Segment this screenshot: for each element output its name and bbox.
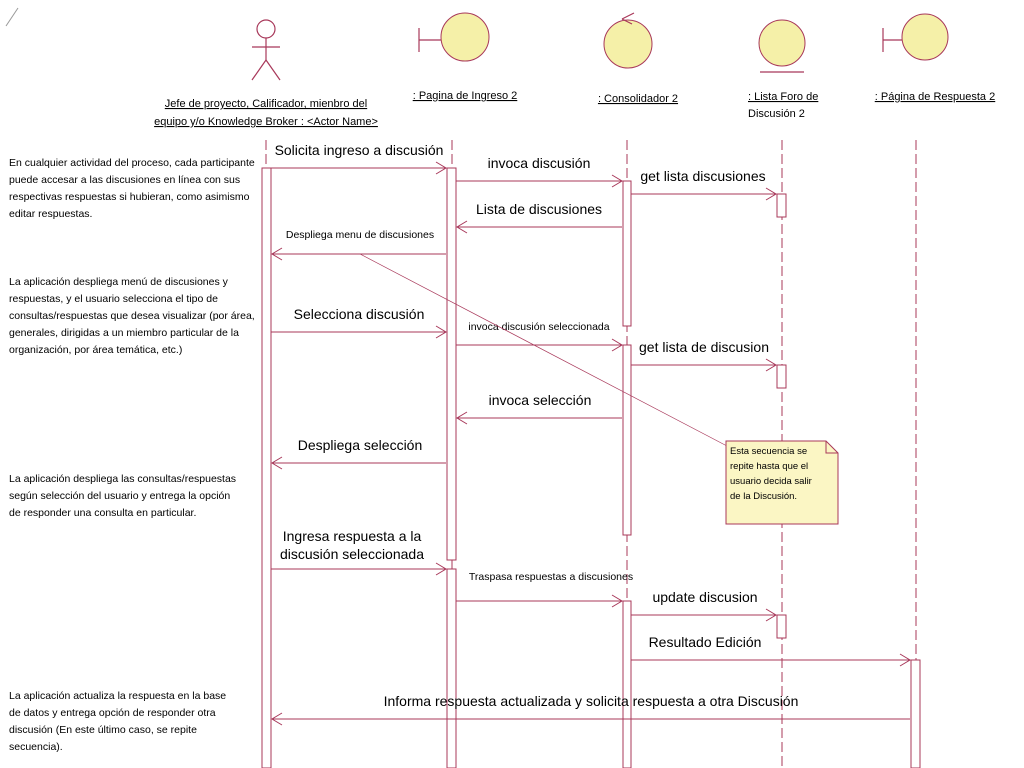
message-label: Despliega selección — [298, 437, 423, 453]
consolidador-name: : Consolidador 2 — [598, 93, 678, 105]
foro-participant[interactable]: : Lista Foro de Discusión 2 — [748, 19, 818, 120]
comment-block-4: La aplicación actualiza la respuesta en … — [9, 690, 226, 753]
message-get-lista-discusiones[interactable]: get lista discusiones — [631, 168, 777, 201]
message-resultado-edicion[interactable]: Resultado Edición — [631, 634, 911, 667]
respuesta-participant[interactable]: : Página de Respuesta 2 — [875, 13, 995, 103]
comment-line: organización, por área temática, etc.) — [9, 344, 182, 356]
consolidador-activation-2 — [622, 344, 632, 536]
ingreso-participant[interactable]: : Pagina de Ingreso 2 — [413, 12, 518, 102]
comment-line: La aplicación despliega las consultas/re… — [9, 473, 236, 485]
message-label: get lista discusiones — [640, 168, 765, 184]
message-label: Despliega menu de discusiones — [286, 229, 434, 241]
consolidador-activation-3 — [622, 600, 632, 768]
message-label: update discusion — [652, 589, 757, 605]
stray-mark — [5, 7, 19, 27]
message-label: invoca discusión — [488, 155, 591, 171]
message-label: Selecciona discusión — [294, 306, 425, 322]
foro-activation-1 — [776, 193, 787, 218]
comment-block-1: En cualquier actividad del proceso, cada… — [9, 157, 255, 220]
message-selecciona-discusion[interactable]: Selecciona discusión — [271, 306, 447, 339]
comment-line: puede accesar a las discusiones en línea… — [9, 174, 240, 186]
message-label: Lista de discusiones — [476, 201, 602, 217]
comment-line: La aplicación actualiza la respuesta en … — [9, 690, 226, 702]
comment-line: según selección del usuario y entrega la… — [9, 490, 230, 502]
message-invoca-seleccion[interactable]: invoca selección — [456, 392, 622, 425]
foro-activation-2 — [776, 364, 787, 389]
foro-name-line2: Discusión 2 — [748, 108, 805, 120]
comment-line: respuestas, y el usuario selecciona el t… — [9, 293, 218, 305]
message-informa-respuesta[interactable]: Informa respuesta actualizada y solicita… — [271, 693, 910, 726]
consolidador-participant[interactable]: : Consolidador 2 — [598, 12, 678, 105]
comment-line: discusión (En este último caso, se repit… — [9, 724, 197, 736]
foro-name-line1: : Lista Foro de — [748, 91, 818, 103]
actor-stick-figure-icon — [251, 19, 281, 81]
ingreso-activation-2 — [446, 568, 457, 768]
comment-block-3: La aplicación despliega las consultas/re… — [9, 473, 236, 519]
message-get-lista-de-discusion[interactable]: get lista de discusion — [631, 339, 777, 372]
actor-activation — [261, 167, 272, 768]
control-object-icon — [603, 12, 653, 69]
note-line: usuario decida salir — [730, 476, 812, 487]
message-traspasa-respuestas[interactable]: Traspasa respuestas a discusiones — [456, 571, 633, 608]
message-label: Informa respuesta actualizada y solicita… — [384, 693, 799, 709]
message-label: Traspasa respuestas a discusiones — [469, 571, 633, 583]
comment-line: En cualquier actividad del proceso, cada… — [9, 157, 255, 169]
consolidador-activation-1 — [622, 180, 632, 327]
message-update-discusion[interactable]: update discusion — [631, 589, 777, 622]
message-despliega-seleccion[interactable]: Despliega selección — [271, 437, 446, 470]
comment-block-2: La aplicación despliega menú de discusio… — [9, 276, 255, 356]
boundary-object-icon — [418, 12, 490, 62]
ingreso-name: : Pagina de Ingreso 2 — [413, 90, 518, 102]
actor-participant[interactable]: Jefe de proyecto, Calificador, mienbro d… — [154, 19, 378, 128]
message-solicita-ingreso[interactable]: Solicita ingreso a discusión — [271, 142, 447, 175]
message-label: invoca selección — [489, 392, 592, 408]
note-line: Esta secuencia se — [730, 446, 807, 457]
respuesta-name: : Página de Respuesta 2 — [875, 91, 995, 103]
comment-line: secuencia). — [9, 741, 63, 753]
note-connector — [359, 253, 728, 447]
comment-line: consultas/respuestas que desea visualiza… — [9, 310, 255, 322]
comment-line: respectivas respuestas si hubieran, como… — [9, 191, 250, 203]
message-despliega-menu[interactable]: Despliega menu de discusiones — [271, 229, 446, 261]
message-invoca-discusion-seleccionada[interactable]: invoca discusión seleccionada — [456, 321, 623, 352]
comment-line: generales, dirigidas a un miembro partic… — [9, 327, 239, 339]
message-lista-de-discusiones[interactable]: Lista de discusiones — [456, 201, 622, 234]
message-label: Ingresa respuesta a la — [283, 528, 422, 544]
note-line: repite hasta que el — [730, 461, 808, 472]
actor-name-line1: Jefe de proyecto, Calificador, mienbro d… — [165, 98, 367, 110]
boundary-object-icon — [882, 13, 949, 61]
message-label: invoca discusión seleccionada — [468, 321, 609, 333]
message-invoca-discusion[interactable]: invoca discusión — [456, 155, 623, 188]
foro-activation-3 — [776, 614, 787, 639]
note-line: de la Discusión. — [730, 491, 797, 502]
repeat-note[interactable]: Esta secuencia se repite hasta que el us… — [725, 440, 839, 525]
comment-line: de datos y entrega opción de responder o… — [9, 707, 216, 719]
message-ingresa-respuesta[interactable]: Ingresa respuesta a la discusión selecci… — [271, 528, 447, 576]
comment-line: La aplicación despliega menú de discusio… — [9, 276, 229, 288]
comment-line: editar respuestas. — [9, 208, 92, 220]
message-label: Solicita ingreso a discusión — [275, 142, 444, 158]
actor-name-line2: equipo y/o Knowledge Broker : <Actor Nam… — [154, 116, 378, 128]
ingreso-activation-1 — [446, 167, 457, 561]
comment-line: de responder una consulta en particular. — [9, 507, 196, 519]
message-label: get lista de discusion — [639, 339, 769, 355]
message-label: Resultado Edición — [649, 634, 762, 650]
entity-object-icon — [758, 19, 806, 73]
message-label: discusión seleccionada — [280, 546, 424, 562]
respuesta-activation — [910, 659, 921, 768]
